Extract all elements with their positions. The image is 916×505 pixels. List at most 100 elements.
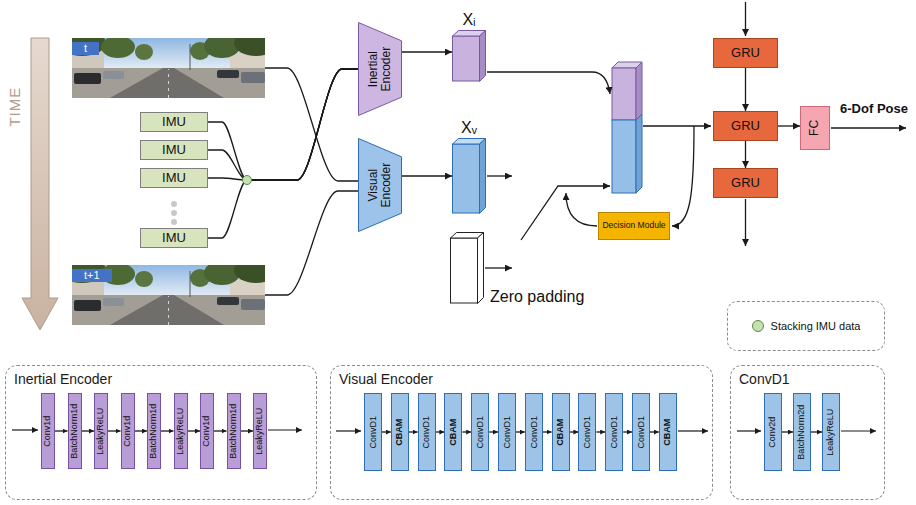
gru-cell: GRU xyxy=(713,38,778,68)
layer-block: ConvD1 xyxy=(605,393,623,471)
layer-block: CBAM xyxy=(391,393,409,471)
layer-label: CBAM xyxy=(555,419,565,446)
feature-wire xyxy=(487,175,512,176)
panel-input-wire xyxy=(12,429,38,430)
layer-label: Conv1d xyxy=(122,415,132,446)
vector-label: Xᵢ xyxy=(452,10,486,30)
layer-label: Conv1d xyxy=(43,415,53,446)
camera-photo xyxy=(58,30,278,98)
cuboid-side xyxy=(480,31,486,82)
connector xyxy=(241,430,254,431)
layer-label: BatchNorm1d xyxy=(228,403,238,458)
layer-block: LeakyReLU xyxy=(822,393,840,471)
label-slot: TIME xyxy=(4,75,26,139)
box-label: IMU xyxy=(162,143,186,158)
connector xyxy=(382,431,391,432)
connector xyxy=(82,430,95,431)
cuboid-shape xyxy=(453,139,486,214)
connector xyxy=(782,431,793,432)
panel-title: Inertial Encoder xyxy=(6,366,316,387)
layer-label: Conv2d xyxy=(768,416,778,447)
layer-block: ConvD1 xyxy=(418,393,436,471)
output-label: 6-Dof Pose xyxy=(840,102,908,117)
layer-label: LeakyReLU xyxy=(826,408,836,455)
detail-panel: Visual EncoderConvD1CBAMConvD1CBAMConvD1… xyxy=(330,365,713,500)
imu-box: IMU xyxy=(140,168,208,188)
cuboid-side xyxy=(478,233,484,304)
connector xyxy=(161,430,174,431)
time-arrow xyxy=(22,38,58,330)
legend-label: Stacking IMU data xyxy=(771,320,861,333)
layer-label: ConvD1 xyxy=(421,416,431,449)
connector xyxy=(650,431,659,432)
layer-label: ConvD1 xyxy=(502,416,512,449)
camera-frame: t xyxy=(72,38,265,98)
layer-block: Conv1d xyxy=(200,393,214,469)
connector xyxy=(265,68,358,181)
layer-block: LeakyReLU xyxy=(174,393,188,469)
layer-label: CBAM xyxy=(395,419,405,446)
camera-frame: t+1 xyxy=(72,265,265,325)
hidden-state-wire xyxy=(745,2,746,36)
layer-block: ConvD1 xyxy=(498,393,516,471)
panel-output-wire xyxy=(268,429,302,430)
decision-module: Decision Module xyxy=(598,212,670,240)
connector xyxy=(402,175,452,176)
layer-label: ConvD1 xyxy=(582,416,592,449)
imu-box: IMU xyxy=(140,112,208,132)
concat-visual-part xyxy=(612,120,636,193)
legend-entry: Stacking IMU data xyxy=(752,320,861,333)
gru-cell: GRU xyxy=(713,168,778,198)
layer-block: Conv2d xyxy=(764,393,782,471)
layer-block: Conv1d xyxy=(41,393,55,469)
camera-photo xyxy=(58,257,278,325)
layer-label: BatchNorm1d xyxy=(69,403,79,458)
connector xyxy=(811,431,822,432)
encoder-block: Inertial Encoder xyxy=(358,22,402,116)
detail-panel: ConvD1Conv2d BatchNorm2d LeakyReLU xyxy=(730,365,885,500)
zero-padding-vector: Zero padding xyxy=(450,232,590,308)
layer-label: BatchNorm1d xyxy=(149,403,159,458)
legend-box: Stacking IMU data xyxy=(727,301,885,351)
layer-block: LeakyReLU xyxy=(94,393,108,469)
panel-output-wire xyxy=(678,430,708,431)
connector xyxy=(570,431,579,432)
box-label: GRU xyxy=(731,46,760,61)
encoder-label: Inertial Encoder xyxy=(367,39,393,99)
layer-label: LeakyReLU xyxy=(255,407,265,454)
vector-shape xyxy=(450,232,484,304)
feature-vector: Xᵥ xyxy=(452,118,486,214)
panel-output-wire xyxy=(841,430,876,431)
decision-wire xyxy=(566,193,597,226)
panel-input-wire xyxy=(336,430,361,431)
layer-label: ConvD1 xyxy=(636,416,646,449)
connector xyxy=(436,431,445,432)
layer-block: BatchNorm1d xyxy=(227,393,241,469)
feature-vector: Xᵢ xyxy=(452,10,486,82)
cuboid-shape xyxy=(451,233,484,304)
feature-wire xyxy=(485,267,512,268)
panel-title: ConvD1 xyxy=(731,366,884,387)
layer-label: Conv1d xyxy=(202,415,212,446)
connector xyxy=(135,430,148,431)
layer-label: ConvD1 xyxy=(529,416,539,449)
box-label: IMU xyxy=(162,171,186,186)
connector xyxy=(489,431,498,432)
concat-inertial-part xyxy=(612,68,636,120)
encoder-label: Visual Encoder xyxy=(367,155,393,215)
cuboid-side xyxy=(480,139,486,214)
layer-label: ConvD1 xyxy=(368,416,378,449)
concat-vector-side xyxy=(636,114,642,193)
cuboid-front xyxy=(451,238,478,303)
layer-label: LeakyReLU xyxy=(175,407,185,454)
connector xyxy=(214,430,227,431)
decision-wire xyxy=(672,126,694,226)
connector xyxy=(462,431,471,432)
layer-block: BatchNorm2d xyxy=(793,393,811,471)
gru-cell: GRU xyxy=(713,111,778,141)
box-label: Decision Module xyxy=(602,221,665,230)
cuboid-front xyxy=(453,144,480,213)
connector xyxy=(745,141,746,168)
connector xyxy=(188,430,201,431)
